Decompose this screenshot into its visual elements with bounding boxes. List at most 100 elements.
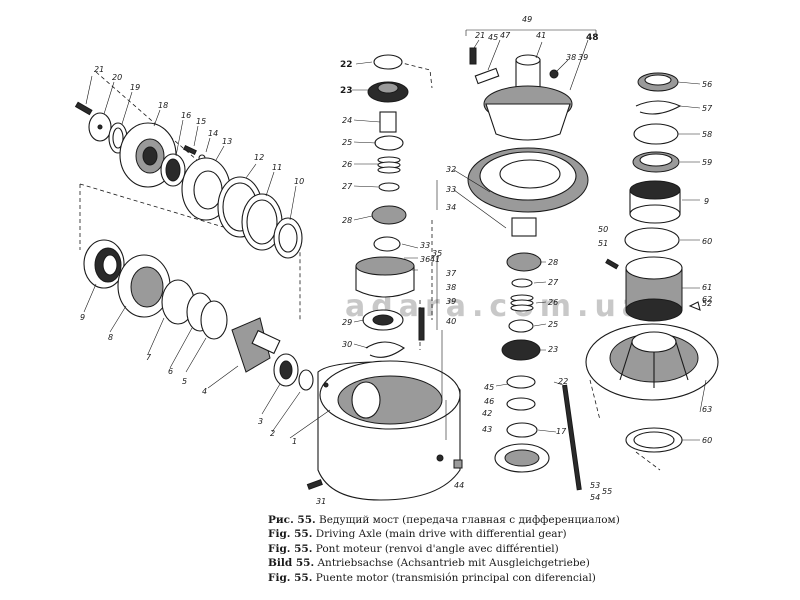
gear-23-right [501, 339, 541, 361]
axle-housing-1 [317, 360, 461, 501]
bearing-9-right [629, 180, 681, 224]
callout-14: 14 [208, 129, 218, 138]
plate-47 [474, 67, 500, 85]
callout-39-b: 39 [578, 53, 588, 62]
callout-41-a: 41 [430, 255, 440, 264]
callout-7: 7 [146, 353, 152, 362]
callout-2: 2 [270, 429, 275, 438]
callout-28-right: 28 [548, 258, 558, 267]
callout-60-top: 60 [702, 237, 712, 246]
callout-4: 4 [202, 387, 207, 396]
axle-pin-53 [562, 384, 582, 491]
callout-1: 1 [292, 437, 297, 446]
brake-drum-61 [625, 256, 683, 322]
callout-59: 59 [702, 158, 712, 167]
callout-31: 31 [316, 497, 326, 506]
center-left-frame [397, 61, 433, 89]
callout-33-b: 33 [446, 185, 456, 194]
callout-55: 55 [602, 487, 612, 496]
callout-43: 43 [482, 425, 492, 434]
caption-line-fr: Fig. 55. Pont moteur (renvoi d'angle ave… [268, 542, 788, 556]
ring-60-top [624, 227, 680, 253]
diff-cage-36 [355, 256, 415, 298]
callout-18: 18 [158, 101, 168, 110]
callout-23-left: 23 [340, 86, 353, 96]
wheel-hub-63 [585, 323, 719, 401]
nut-22 [373, 54, 403, 70]
callout-22-left: 22 [340, 60, 353, 70]
callout-62: 62 [702, 295, 712, 304]
callout-17: 17 [556, 427, 567, 436]
callout-10: 10 [294, 177, 304, 186]
bearing-housing-8 [117, 254, 171, 318]
callout-35: 35 [432, 249, 442, 258]
bolt-21-center [469, 47, 477, 65]
spring-26-right [510, 294, 534, 312]
callout-63: 63 [702, 405, 712, 414]
callout-9-right: 9 [704, 197, 709, 206]
callout-61: 61 [702, 283, 712, 292]
callout-41-b: 41 [536, 31, 546, 40]
callout-8: 8 [108, 333, 113, 342]
callout-3: 3 [258, 417, 263, 426]
gear-28-left [371, 205, 407, 225]
ring-33 [373, 236, 401, 252]
caption-line-de: Bild 55. Antriebsachse (Achsantrieb mit … [268, 556, 788, 570]
callout-13: 13 [222, 137, 232, 146]
callout-24: 24 [342, 116, 352, 125]
callout-34: 34 [446, 203, 456, 212]
callout-33-a: 33 [420, 241, 430, 250]
callout-12: 12 [254, 153, 264, 162]
callout-48: 48 [586, 33, 599, 43]
callout-numbers: 1 2 3 4 5 6 7 8 9 9 10 11 12 13 14 15 16… [80, 15, 713, 506]
exploded-view-diagram: adara.com.ua [74, 15, 719, 506]
caption-line-es: Fig. 55. Puente motor (transmisión princ… [268, 571, 788, 585]
plug-44 [453, 459, 463, 469]
callout-23-right: 23 [548, 345, 558, 354]
caption-text: Pont moteur (renvoi d'angle avec différe… [315, 542, 559, 555]
callout-44: 44 [454, 481, 464, 490]
caption-line-en: Fig. 55. Driving Axle (main drive with d… [268, 527, 788, 541]
bolt-39 [418, 307, 425, 341]
callout-52: 52 [702, 299, 712, 308]
callout-6: 6 [168, 367, 173, 376]
clip-62 [688, 301, 701, 311]
caption-label: Fig. 55. [268, 571, 313, 584]
ring-17 [506, 422, 538, 438]
ring-2 [298, 369, 314, 391]
bolt-15 [183, 144, 197, 156]
callout-39-a: 39 [446, 297, 456, 306]
drive-pinion-4 [231, 317, 281, 373]
caption-label: Bild 55. [268, 557, 315, 570]
callout-26-left: 26 [342, 160, 352, 169]
callout-45-b: 45 [484, 383, 494, 392]
callout-47: 47 [500, 31, 511, 40]
sleeve-28-right [511, 217, 537, 237]
bolt-50 [605, 258, 619, 270]
caption-text: Puente motor (transmisión principal con … [315, 571, 596, 584]
callout-25-left: 25 [342, 138, 352, 147]
callout-58: 58 [702, 130, 712, 139]
caption-label: Fig. 55. [268, 542, 313, 555]
bearing-9-left [83, 239, 125, 289]
callout-40: 40 [446, 317, 456, 326]
callout-21-left: 21 [94, 65, 104, 74]
bolt-21 [74, 101, 93, 116]
callout-37: 37 [446, 269, 457, 278]
shim-5 [200, 300, 228, 340]
ring-gear-32 [467, 147, 589, 213]
bracket-49 [465, 29, 597, 36]
snap-ring-30 [365, 341, 405, 358]
callout-21-center: 21 [475, 31, 485, 40]
callout-27-left: 27 [342, 182, 353, 191]
callout-46: 46 [484, 397, 494, 406]
callout-28-left: 28 [342, 216, 352, 225]
ring-58 [633, 123, 679, 145]
caption-line-ru: Рис. 55. Ведущий мост (передача главная … [268, 513, 788, 527]
callout-29: 29 [342, 318, 352, 327]
sleeve-24 [379, 111, 397, 133]
gear-28-right [506, 252, 542, 272]
callout-25-right: 25 [548, 320, 558, 329]
callout-51: 51 [598, 239, 608, 248]
